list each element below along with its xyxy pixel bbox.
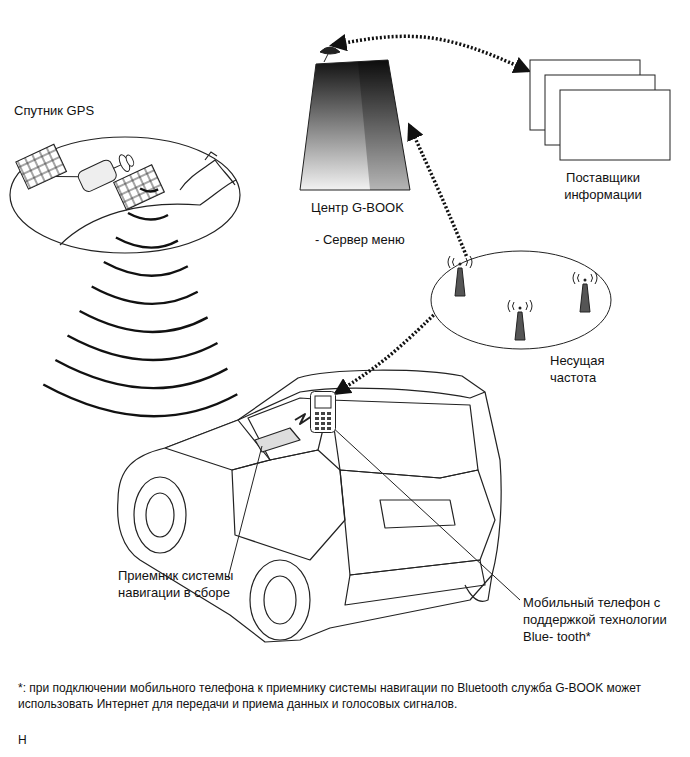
page-mark: H <box>18 733 48 749</box>
node-label: Центр G-BOOK <box>290 200 425 217</box>
earth-globe <box>10 137 240 253</box>
gps-signal-waves <box>43 189 237 417</box>
carrier-ellipse <box>431 251 611 349</box>
part-label: Приемник системы навигации в сборе <box>118 568 268 602</box>
car-body <box>118 370 502 642</box>
wave-arc <box>128 213 168 220</box>
node-shape <box>310 391 336 433</box>
phone-key <box>315 427 319 430</box>
phone-key <box>315 412 319 415</box>
cell-tower <box>573 272 597 312</box>
wave-arc <box>68 336 218 361</box>
building <box>300 60 410 190</box>
info-providers: Поставщики информации <box>528 58 673 163</box>
node-label: Несущая частота <box>550 353 640 387</box>
mobile-phone: Мобильный телефон с поддержкой технологи… <box>310 391 336 433</box>
leader-line <box>228 425 520 600</box>
node-label: - Сервер меню <box>315 232 435 249</box>
info-sheet <box>560 90 670 160</box>
phone-key <box>327 422 331 425</box>
carrier-network: Несущая частота <box>430 250 612 350</box>
phone-key <box>327 427 331 430</box>
node-shape <box>298 42 413 194</box>
footnote: *: при подключении мобильного телефона к… <box>18 681 673 712</box>
building-side <box>358 60 410 190</box>
wave-arc <box>140 189 158 192</box>
signal-connector <box>410 126 467 256</box>
phone-screen <box>315 396 331 408</box>
phone-key <box>327 417 331 420</box>
phone-key <box>321 427 325 430</box>
wave-arc <box>55 360 227 388</box>
signal-connector <box>336 315 434 393</box>
phone-key <box>321 417 325 420</box>
wave-arc <box>116 238 178 248</box>
wave-arc <box>80 311 208 332</box>
node-label: Поставщики информации <box>538 170 668 204</box>
phone-key <box>327 412 331 415</box>
cell-tower <box>508 300 532 340</box>
gps-satellite <box>16 110 165 243</box>
node-shape <box>430 250 612 350</box>
phone-key <box>321 412 325 415</box>
phone-key <box>315 417 319 420</box>
cell-tower <box>448 256 472 296</box>
phone-body <box>311 392 336 433</box>
node-label: Мобильный телефон с поддержкой технологи… <box>523 595 673 646</box>
wave-arc <box>43 385 237 417</box>
server-center: Центр G-BOOK- Сервер меню <box>298 42 413 194</box>
dish-antenna <box>320 47 340 62</box>
wave-arc <box>104 262 188 276</box>
node-shape <box>528 58 673 163</box>
wave-arc <box>92 287 198 304</box>
phone-key <box>315 422 319 425</box>
phone-key <box>321 422 325 425</box>
satellite-label: Спутник GPS <box>14 103 134 120</box>
